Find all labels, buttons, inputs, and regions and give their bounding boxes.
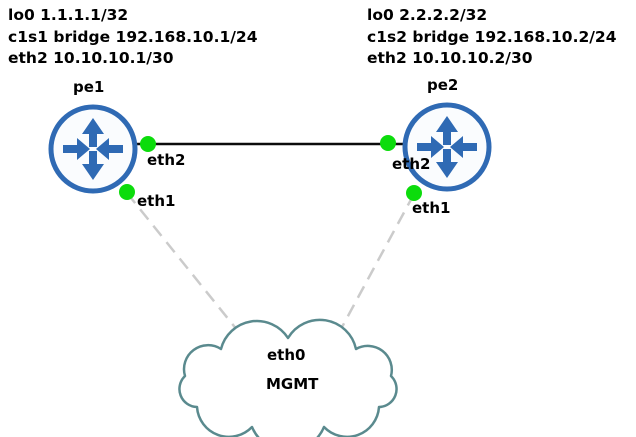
link-pe2-eth1-mgmt [333, 193, 416, 341]
pe1-config-block: lo0 1.1.1.1/32 c1s1 bridge 192.168.10.1/… [8, 5, 258, 70]
pe1-config-line-bridge: c1s1 bridge 192.168.10.1/24 [8, 27, 258, 46]
pe1-eth2-label: eth2 [147, 151, 186, 169]
mgmt-cloud-port-label: eth0 [267, 346, 306, 364]
pe2-config-block: lo0 2.2.2.2/32 c1s2 bridge 192.168.10.2/… [367, 5, 617, 70]
port-dot-pe2-eth1 [406, 185, 422, 201]
router-icon-pe2 [405, 105, 489, 189]
pe1-config-line-lo0: lo0 1.1.1.1/32 [8, 6, 129, 24]
mgmt-cloud-shape [178, 318, 398, 437]
pe2-config-line-lo0: lo0 2.2.2.2/32 [367, 6, 488, 24]
pe2-eth2-label: eth2 [392, 155, 431, 173]
pe2-eth1-label: eth1 [412, 199, 451, 217]
pe2-config-line-eth2: eth2 10.10.10.2/30 [367, 49, 533, 67]
pe2-config-line-bridge: c1s2 bridge 192.168.10.2/24 [367, 27, 617, 46]
port-dot-pe1-eth1 [119, 184, 135, 200]
pe1-config-line-eth2: eth2 10.10.10.1/30 [8, 49, 174, 67]
pe1-eth1-label: eth1 [137, 192, 176, 210]
pe1-node-label: pe1 [73, 78, 105, 96]
port-dot-pe1-eth2 [140, 136, 156, 152]
port-dot-pe2-eth2 [380, 135, 396, 151]
pe2-node-label: pe2 [427, 76, 459, 94]
router-icon-pe1 [51, 107, 135, 191]
mgmt-cloud-name-label: MGMT [266, 375, 319, 393]
link-pe1-eth1-mgmt [126, 192, 255, 352]
